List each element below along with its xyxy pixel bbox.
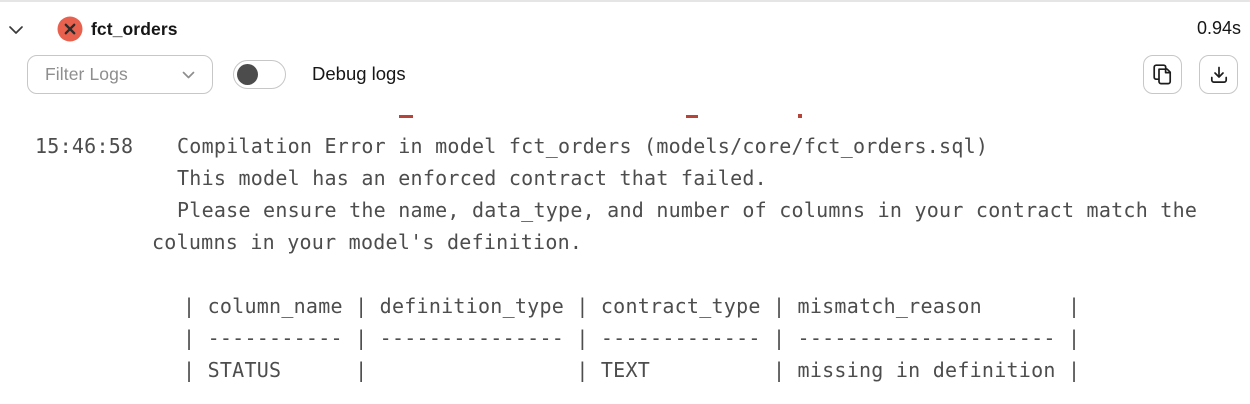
- clipped-red-line-fragment: [399, 115, 413, 118]
- collapse-chevron-button[interactable]: [4, 19, 28, 41]
- clipped-red-line-fragment: [798, 114, 802, 118]
- debug-logs-label: Debug logs: [312, 63, 406, 84]
- model-name: fct_orders: [91, 19, 178, 39]
- download-logs-button[interactable]: [1199, 55, 1238, 94]
- log-table-separator-row: | ----------- | --------------- | ------…: [183, 326, 1081, 350]
- filter-logs-label: Filter Logs: [45, 64, 128, 84]
- log-line: Compilation Error in model fct_orders (m…: [177, 134, 989, 158]
- log-viewport[interactable]: 15:46:58 Compilation Error in model fct_…: [0, 98, 1250, 404]
- filter-logs-dropdown[interactable]: Filter Logs: [27, 55, 213, 94]
- debug-logs-toggle[interactable]: [233, 60, 286, 89]
- toggle-knob: [237, 63, 258, 85]
- copy-logs-button[interactable]: [1143, 55, 1182, 94]
- log-line: Please ensure the name, data_type, and n…: [177, 198, 1198, 222]
- log-table-data-row: | STATUS | | TEXT | missing in definitio…: [183, 358, 1081, 382]
- download-icon: [1210, 66, 1228, 84]
- log-line: columns in your model's definition.: [152, 230, 583, 254]
- error-status-icon: [57, 16, 83, 42]
- log-table-header-row: | column_name | definition_type | contra…: [183, 294, 1081, 318]
- log-line: This model has an enforced contract that…: [177, 166, 767, 190]
- chevron-down-icon: [8, 25, 24, 35]
- clipped-red-line-fragment: [686, 115, 698, 118]
- run-duration: 0.94s: [1196, 18, 1241, 38]
- chevron-down-icon: [182, 71, 195, 79]
- log-timestamp: 15:46:58: [35, 134, 134, 158]
- copy-icon: [1153, 64, 1172, 85]
